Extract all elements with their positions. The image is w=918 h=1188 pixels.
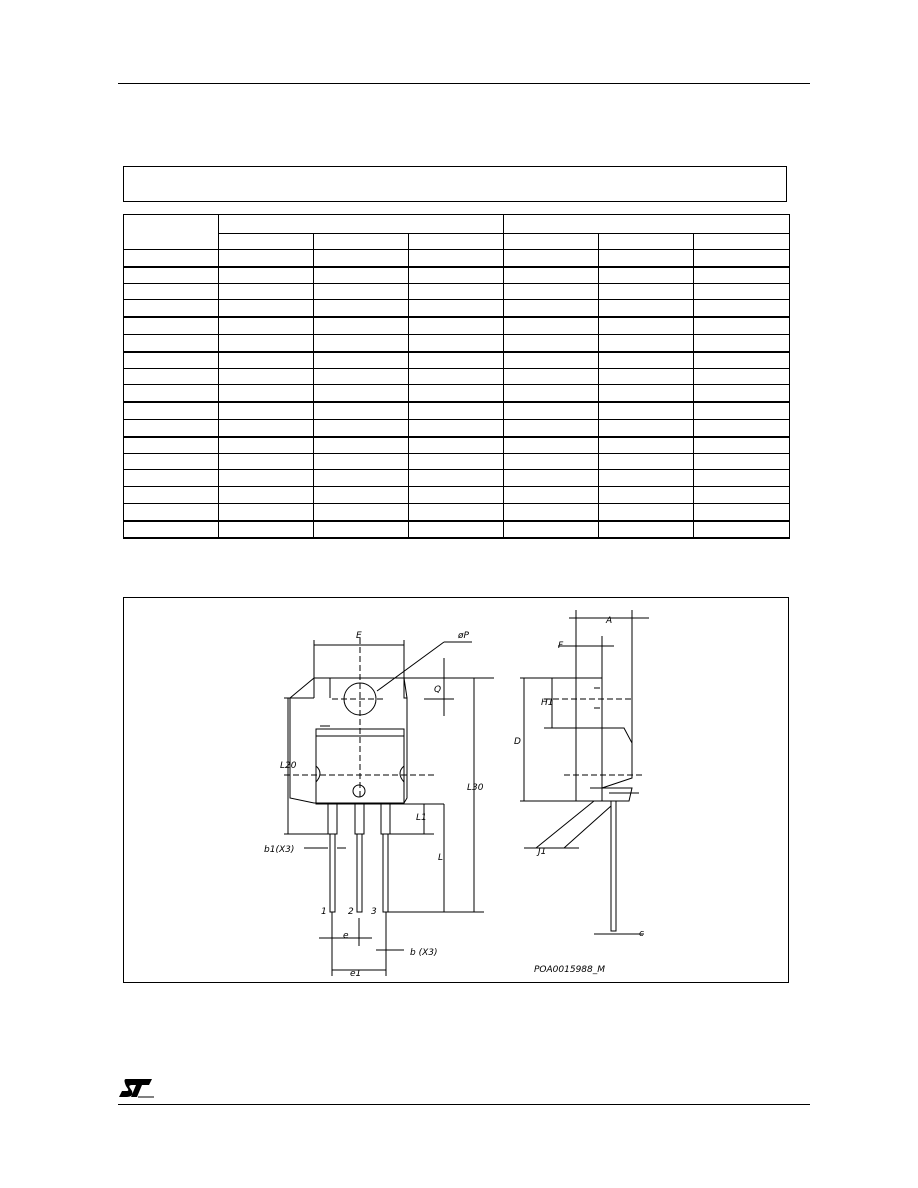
label-L20: L20 — [280, 761, 297, 771]
table-row — [123, 350, 791, 369]
table-row — [123, 486, 791, 504]
label-E: E — [356, 631, 362, 641]
side-tab — [575, 677, 603, 802]
table-row — [123, 368, 791, 385]
table-row — [123, 519, 791, 539]
label-F: F — [558, 641, 564, 651]
table-row — [123, 469, 791, 487]
label-b1: b1(X3) — [264, 845, 294, 855]
header-max-cell — [407, 233, 505, 250]
table-row — [123, 453, 791, 470]
label-pin1: 1 — [321, 907, 327, 917]
package-drawing: E øP Q L20 L30 L1 L b1(X3) 1 2 3 e b (X3… — [264, 610, 649, 979]
header-inch-cell — [503, 214, 791, 234]
label-H1: H1 — [541, 698, 554, 708]
table-row — [123, 400, 791, 420]
table-row — [123, 503, 791, 521]
label-L30: L30 — [467, 783, 484, 793]
table-row — [123, 249, 791, 267]
label-A: A — [605, 616, 612, 626]
table-row — [123, 419, 791, 437]
label-b: b (X3) — [410, 948, 438, 958]
table-subheader-row — [124, 233, 791, 250]
tab-outline — [289, 677, 408, 804]
label-e1: e1 — [350, 969, 361, 979]
tab-left-edge — [313, 677, 331, 698]
table-row — [123, 283, 791, 300]
header-max-cell — [693, 233, 791, 250]
label-pin2: 2 — [348, 907, 354, 917]
header-dim-cell — [123, 214, 219, 250]
table-row — [123, 435, 791, 454]
bottom-rule — [118, 1104, 810, 1105]
table-row — [123, 265, 791, 284]
header-typ-cell — [598, 233, 695, 250]
table-row — [123, 334, 791, 352]
header-min-cell — [503, 233, 600, 250]
table-row — [123, 384, 791, 402]
label-L1: L1 — [416, 813, 427, 823]
table-row — [123, 299, 791, 317]
label-J1: J1 — [536, 847, 546, 857]
package-drawing-frame: E øP Q L20 L30 L1 L b1(X3) 1 2 3 e b (X3… — [123, 597, 789, 983]
drawing-labels: E øP Q L20 L30 L1 L b1(X3) 1 2 3 e b (X3… — [264, 616, 644, 979]
top-rule — [118, 83, 810, 84]
dimension-table — [123, 214, 791, 539]
header-min-cell — [218, 233, 314, 250]
label-c: c — [639, 929, 644, 939]
table-row — [123, 315, 791, 335]
st-logo-icon — [119, 1079, 154, 1098]
label-Q: Q — [434, 685, 441, 695]
label-D: D — [514, 737, 521, 747]
label-L: L — [438, 853, 443, 863]
table-header-row — [123, 214, 791, 250]
header-mm-cell — [217, 214, 505, 234]
label-pin3: 3 — [371, 907, 377, 917]
label-e: e — [343, 931, 349, 941]
drawing-code: POA0015988_M — [534, 965, 605, 975]
label-phiP: øP — [457, 631, 470, 641]
table-title-box — [123, 166, 787, 202]
header-typ-cell — [313, 233, 409, 250]
